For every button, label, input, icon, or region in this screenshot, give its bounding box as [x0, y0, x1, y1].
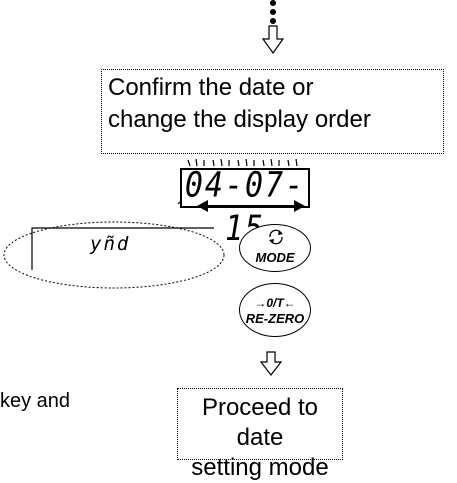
down-arrow-icon — [260, 351, 282, 376]
continuation-dots-icon — [270, 0, 276, 24]
confirm-date-line1: Confirm the date or — [108, 74, 314, 101]
lcd-display: 04-07- 15 — [180, 165, 310, 249]
rezero-key-symbol: →0/T← — [254, 296, 296, 310]
proceed-line2: setting mode — [191, 454, 329, 481]
confirm-date-line2: change the display order — [108, 106, 371, 133]
lcd-date-value: 04-07- 15 — [184, 165, 306, 250]
mode-key[interactable]: MODE — [239, 224, 311, 272]
confirm-date-box: Confirm the date or change the display o… — [101, 69, 444, 154]
mode-key-label: MODE — [255, 250, 295, 265]
side-instruction-text: key and — [0, 390, 71, 412]
double-arrow-icon — [197, 200, 305, 212]
inset-callout-ellipse — [3, 221, 225, 289]
proceed-box: Proceed to date setting mode — [177, 388, 343, 481]
cycle-icon — [269, 229, 283, 245]
inset-display-value: yñd — [90, 233, 131, 255]
proceed-line1: Proceed to date — [201, 394, 319, 451]
rezero-key-label: RE-ZERO — [245, 311, 305, 326]
rezero-key[interactable]: →0/T← RE-ZERO — [239, 283, 311, 337]
down-arrow-icon — [262, 25, 284, 55]
